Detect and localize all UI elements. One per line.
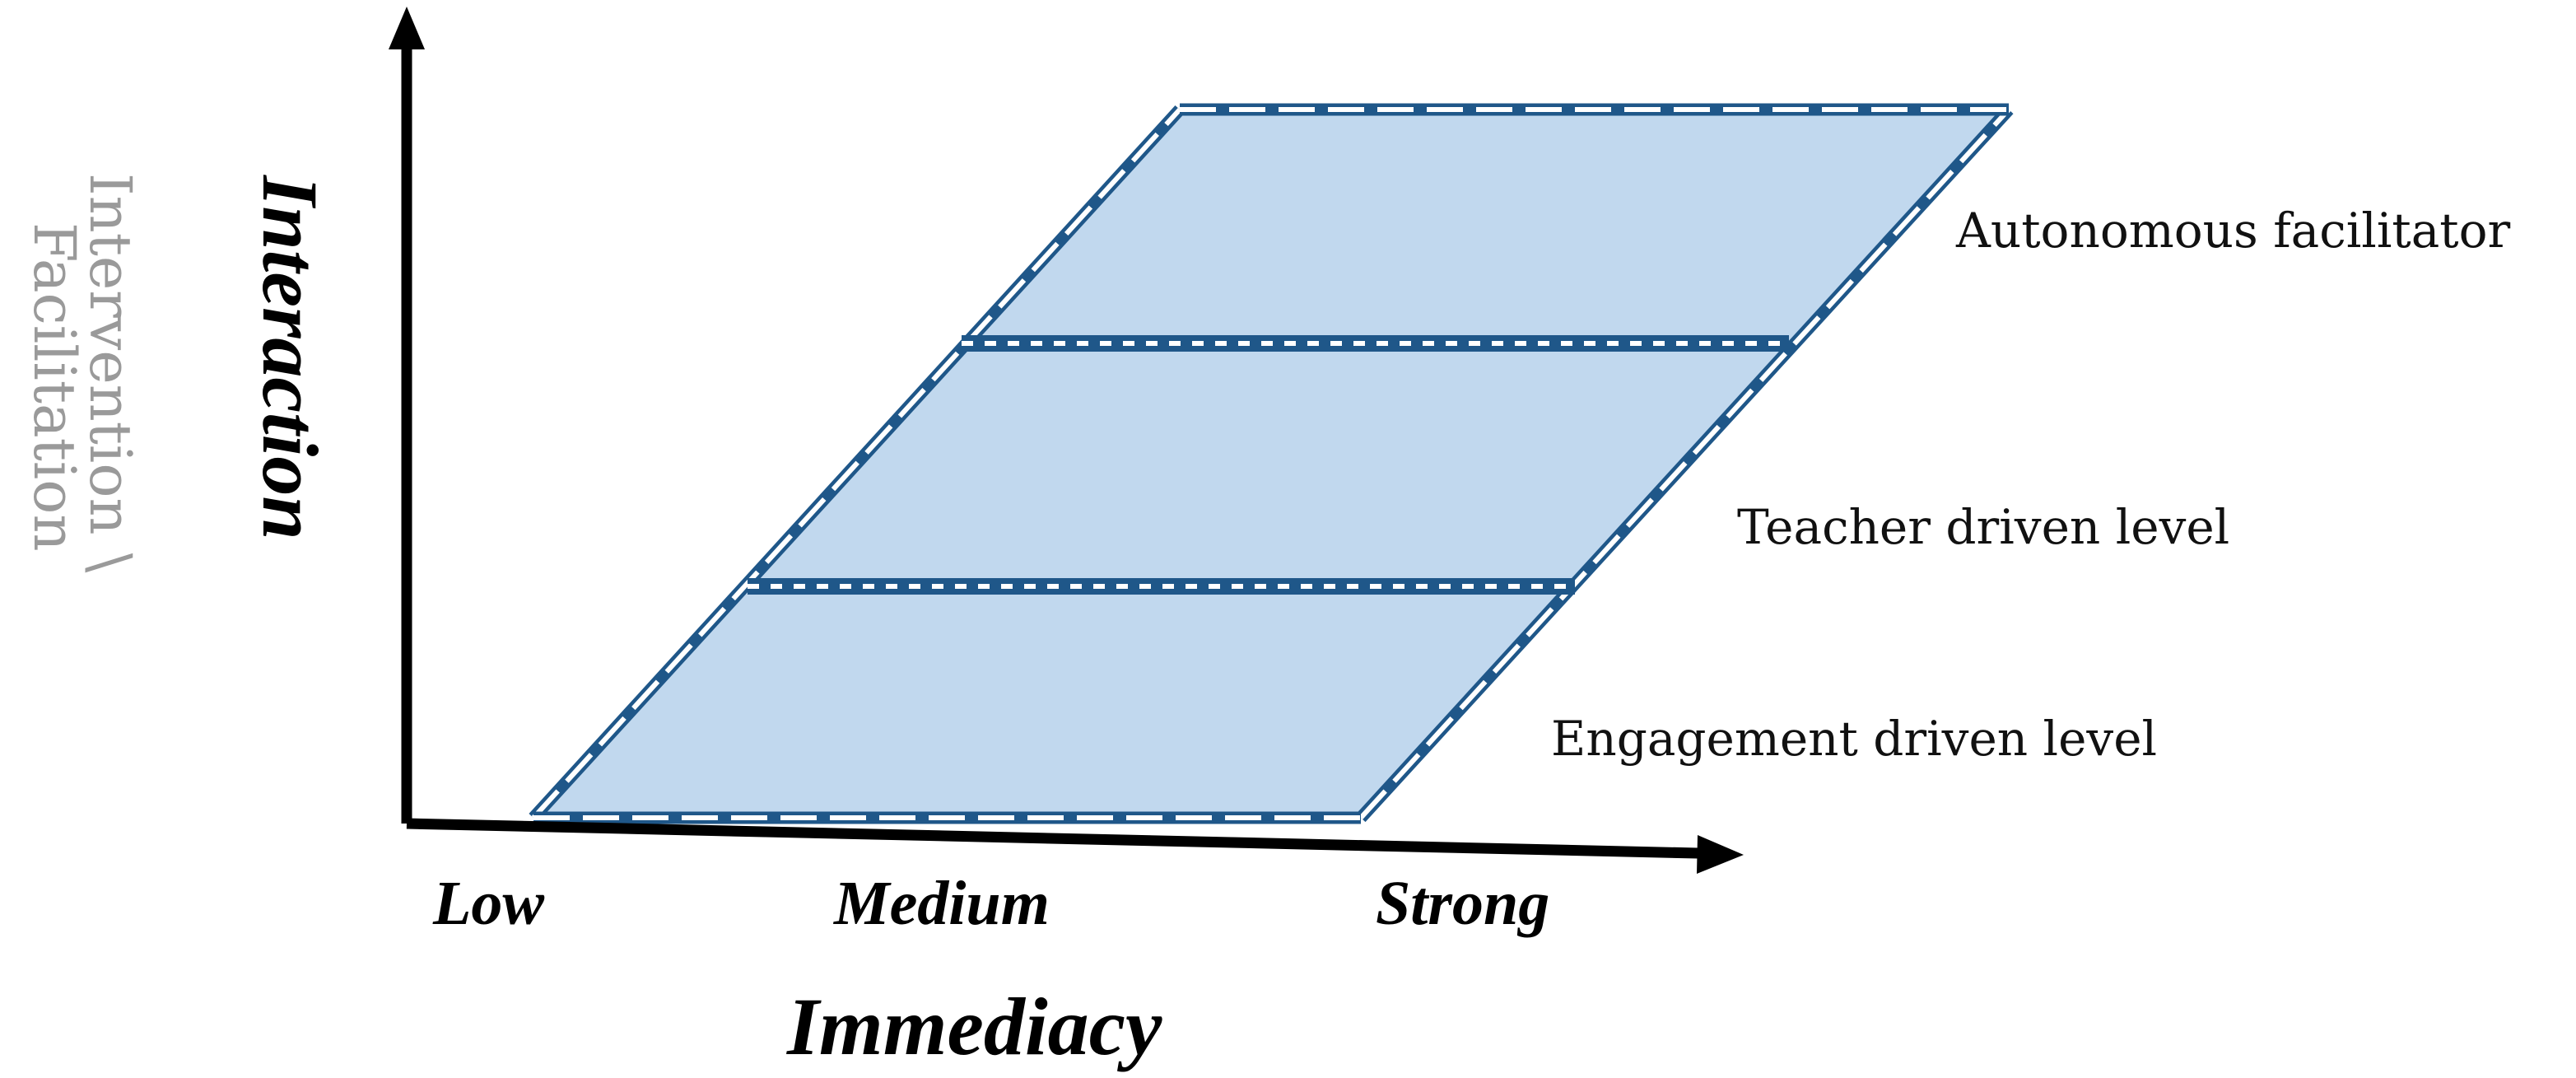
x-axis-arrowhead [1697, 835, 1744, 874]
band-autonomous-level [962, 110, 2009, 343]
outline-right-edge [1356, 105, 2014, 823]
y-axis [389, 7, 425, 824]
x-tick-strong: Strong [1376, 869, 1549, 938]
x-tick-medium: Medium [833, 869, 1050, 938]
alt-y-label-line1: Intervention \ [77, 173, 144, 573]
level-label-autonomous: Autonomous facilitator [1955, 203, 2511, 259]
band-engagement-level [533, 586, 1575, 818]
y-axis-arrowhead [389, 7, 425, 49]
x-axis [406, 818, 1744, 874]
outline-left-edge [529, 105, 1185, 823]
level-label-engagement: Engagement driven level [1551, 711, 2157, 767]
level-label-teacher: Teacher driven level [1737, 499, 2229, 555]
x-tick-low: Low [432, 869, 544, 938]
alt-y-label-line2: Facilitation [21, 222, 88, 552]
band-outline [529, 103, 2014, 824]
band-teacher-level [748, 343, 1789, 586]
level-bands [533, 110, 2009, 818]
x-axis-title: Immediacy [786, 981, 1162, 1072]
y-axis-title: Interaction [246, 175, 334, 540]
